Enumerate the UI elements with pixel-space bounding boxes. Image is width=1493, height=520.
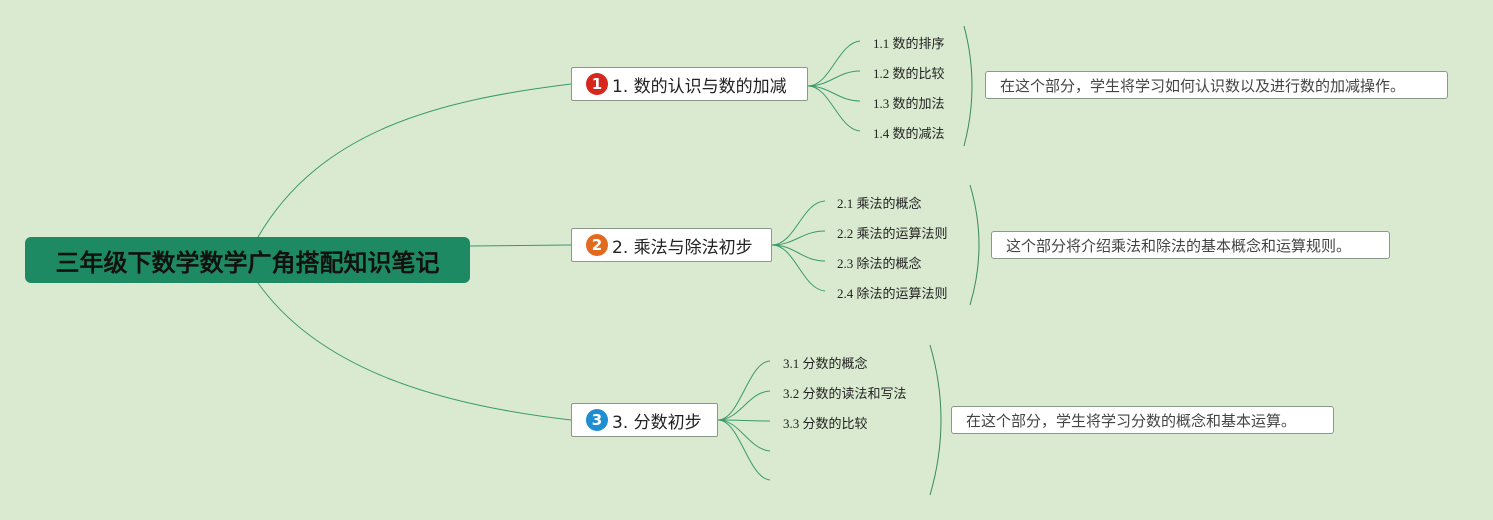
priority-2-icon: 2 <box>586 234 608 256</box>
leaf-node-2-2[interactable]: 2.2 乘法的运算法则 <box>837 226 948 241</box>
summary-text: 在这个部分，学生将学习分数的概念和基本运算。 <box>966 411 1297 430</box>
connector-root-branch-1 <box>257 83 572 238</box>
leaf-node-1-4[interactable]: 1.4 数的减法 <box>873 126 945 141</box>
connector-b3-c3 <box>717 419 771 422</box>
summary-node-1[interactable]: 在这个部分，学生将学习如何认识数以及进行数的加减操作。 <box>985 71 1448 99</box>
summary-bracket-1 <box>963 25 973 147</box>
leaf-node-3-1[interactable]: 3.1 分数的概念 <box>783 356 868 371</box>
connector-b1-c1 <box>807 40 861 87</box>
priority-1-icon: 1 <box>586 73 608 95</box>
root-title: 三年级下数学数学广角搭配知识笔记 <box>55 248 440 277</box>
connector-b2-c4 <box>771 244 826 292</box>
connector-b3-c4 <box>717 419 771 452</box>
leaf-node-2-1[interactable]: 2.1 乘法的概念 <box>837 196 922 211</box>
branch-label: 1. 数的认识与数的加减 <box>612 76 787 97</box>
connector-root-branch-3 <box>257 282 572 421</box>
summary-node-2[interactable]: 这个部分将介绍乘法和除法的基本概念和运算规则。 <box>991 231 1390 259</box>
branch-node-1[interactable]: 1 1. 数的认识与数的加减 <box>571 67 808 101</box>
priority-3-icon: 3 <box>586 409 608 431</box>
leaf-node-2-3[interactable]: 2.3 除法的概念 <box>837 256 922 271</box>
branch-node-3[interactable]: 3 3. 分数初步 <box>571 403 718 437</box>
connector-root-branch-2 <box>469 244 572 247</box>
summary-node-3[interactable]: 在这个部分，学生将学习分数的概念和基本运算。 <box>951 406 1334 434</box>
connector-b3-c1 <box>717 360 771 421</box>
leaf-node-2-4[interactable]: 2.4 除法的运算法则 <box>837 286 948 301</box>
leaf-node-3-3[interactable]: 3.3 分数的比较 <box>783 416 868 431</box>
connector-b1-c2 <box>807 70 861 87</box>
connector-b3-c5 <box>717 419 771 481</box>
leaf-node-1-3[interactable]: 1.3 数的加法 <box>873 96 945 111</box>
branch-node-2[interactable]: 2 2. 乘法与除法初步 <box>571 228 772 262</box>
summary-bracket-3 <box>929 344 942 496</box>
leaf-node-3-2[interactable]: 3.2 分数的读法和写法 <box>783 386 907 401</box>
summary-text: 在这个部分，学生将学习如何认识数以及进行数的加减操作。 <box>1000 76 1406 95</box>
summary-bracket-2 <box>969 184 980 306</box>
connector-b3-c2 <box>717 390 771 421</box>
leaf-node-1-1[interactable]: 1.1 数的排序 <box>873 36 945 51</box>
connector-b2-c1 <box>771 200 826 246</box>
root-node[interactable]: 三年级下数学数学广角搭配知识笔记 <box>25 237 470 283</box>
branch-label: 3. 分数初步 <box>612 412 702 433</box>
branch-label: 2. 乘法与除法初步 <box>612 237 753 258</box>
connector-b2-c2 <box>771 230 826 246</box>
connector-b1-c4 <box>807 85 861 132</box>
summary-text: 这个部分将介绍乘法和除法的基本概念和运算规则。 <box>1006 236 1352 255</box>
leaf-node-1-2[interactable]: 1.2 数的比较 <box>873 66 945 81</box>
